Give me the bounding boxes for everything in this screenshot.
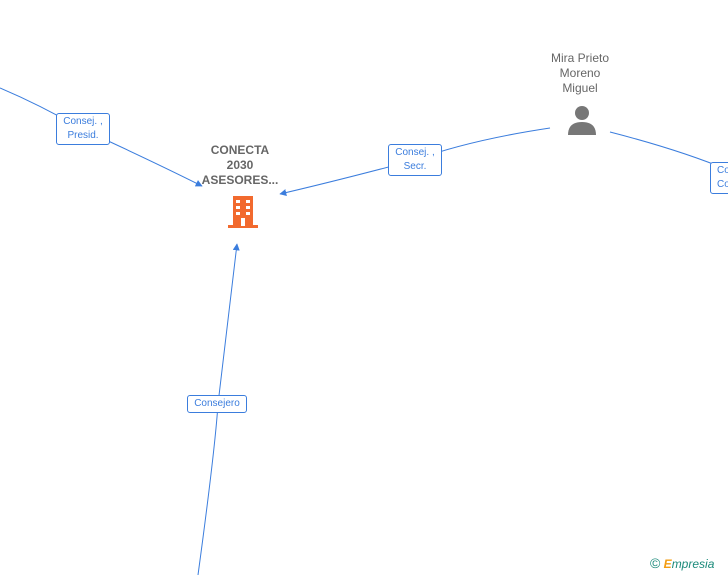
edge-label-right-line-1: Co — [717, 165, 728, 176]
person-name-line-1: Mira Prieto — [550, 51, 609, 65]
company-name-line-2: 2030 — [226, 158, 254, 172]
person-name-line-2: Moreno — [559, 66, 601, 80]
edge-label-presid-line-1: Consej. , — [63, 116, 103, 127]
edge-label-right-cut[interactable]: Co Co — [710, 162, 728, 194]
edge-label-secr-line-1: Consej. , — [395, 147, 435, 158]
edge-label-presid-line-2: Presid. — [67, 130, 99, 141]
edge-label-consejero-line-1: Consejero — [194, 398, 240, 409]
brand-name: mpresia — [671, 557, 715, 571]
company-name-line-1: CONECTA — [210, 143, 270, 157]
edge-label-secr[interactable]: Consej. , Secr. — [388, 144, 442, 176]
building-icon[interactable] — [226, 194, 260, 230]
edge-label-right-line-2: Co — [717, 179, 728, 190]
person-icon[interactable] — [566, 104, 598, 136]
person-name-line-3: Miguel — [562, 81, 598, 95]
company-node-label[interactable]: CONECTA 2030 ASESORES... — [190, 143, 290, 188]
person-node-label[interactable]: Mira Prieto Moreno Miguel — [530, 51, 630, 96]
brand-initial: E — [663, 557, 672, 571]
copyright-icon: © — [650, 555, 661, 571]
edge-label-consejero[interactable]: Consejero — [187, 395, 247, 413]
edge-label-presid[interactable]: Consej. , Presid. — [56, 113, 110, 145]
company-name-line-3: ASESORES... — [201, 173, 279, 187]
edge-label-secr-line-2: Secr. — [403, 161, 427, 172]
empresia-watermark: © Empresia — [650, 555, 714, 571]
